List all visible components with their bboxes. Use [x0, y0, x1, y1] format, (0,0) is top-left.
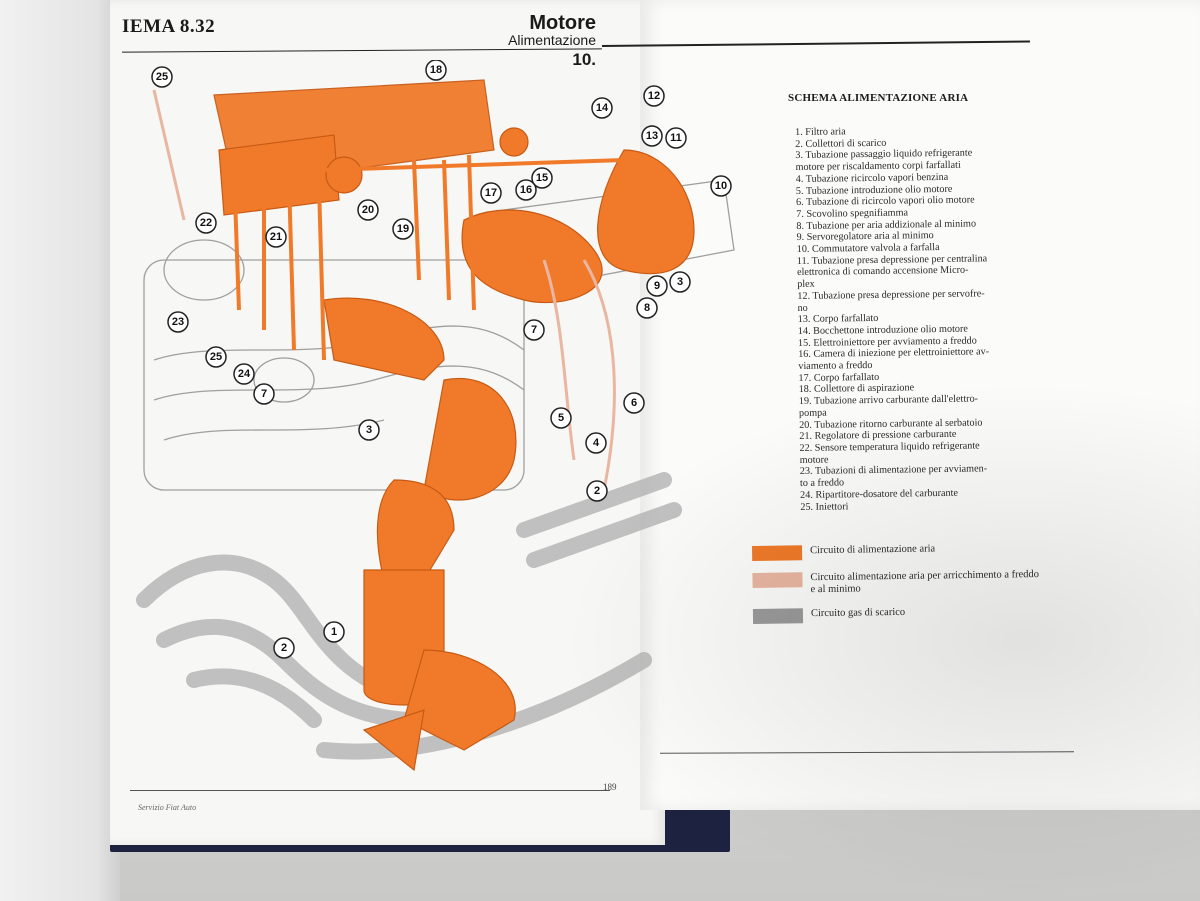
svg-text:19: 19: [397, 223, 409, 235]
svg-text:9: 9: [654, 280, 660, 292]
engine-air-intake-diagram: 1 2 2 3 3 4 5 6 7 7 8 9 10 11 12 13 14 1…: [136, 60, 735, 772]
svg-text:6: 6: [631, 397, 637, 409]
svg-text:8: 8: [644, 302, 650, 314]
footer-note: Servizio Fiat Auto: [138, 803, 197, 812]
svg-text:5: 5: [558, 412, 564, 424]
svg-text:2: 2: [281, 642, 287, 654]
parts-list: 1. Filtro aria 2. Collettori di scarico …: [795, 124, 1040, 514]
svg-text:18: 18: [430, 64, 442, 76]
svg-text:21: 21: [270, 231, 282, 243]
exhaust-circuit: [136, 472, 682, 760]
svg-text:20: 20: [362, 204, 374, 216]
svg-text:1: 1: [331, 626, 337, 638]
svg-text:7: 7: [531, 324, 537, 336]
circuit-legend: Circuito di alimentazione aria Circuito …: [752, 542, 1053, 636]
svg-text:2: 2: [594, 485, 600, 497]
svg-text:12: 12: [648, 90, 660, 102]
scheme-title: SCHEMA ALIMENTAZIONE ARIA: [788, 92, 969, 104]
legend-label: Circuito gas di scarico: [810, 606, 906, 620]
cold-start-circuit: [152, 89, 616, 491]
svg-text:23: 23: [172, 316, 184, 328]
svg-text:3: 3: [366, 424, 372, 436]
svg-text:3: 3: [677, 276, 683, 288]
svg-text:16: 16: [520, 184, 532, 196]
legend-item: Circuito alimentazione aria per arricchi…: [752, 569, 1052, 597]
svg-text:25: 25: [210, 351, 222, 363]
callout-markers: 1 2 2 3 3 4 5 6 7 7 8 9 10 11 12 13 14 1…: [151, 60, 732, 659]
air-runners: [232, 154, 625, 361]
footer-rule-left: [130, 790, 610, 791]
svg-text:14: 14: [596, 102, 609, 114]
svg-text:13: 13: [646, 130, 658, 142]
legend-swatch-cold-start: [752, 572, 803, 588]
page-title: Motore: [529, 12, 596, 34]
svg-text:11: 11: [670, 132, 682, 144]
svg-text:4: 4: [593, 437, 600, 449]
legend-item: Circuito di alimentazione aria: [752, 542, 1052, 561]
svg-text:7: 7: [261, 388, 267, 400]
section-label: IEMA 8.32: [122, 16, 216, 37]
svg-text:22: 22: [200, 217, 212, 229]
legend-label: Circuito di alimentazione aria: [809, 543, 936, 557]
svg-text:10: 10: [715, 180, 727, 192]
legend-swatch-air: [752, 545, 803, 561]
page-subtitle: Alimentazione: [508, 32, 596, 48]
svg-text:17: 17: [485, 187, 497, 199]
page-section-number: 10.: [572, 50, 596, 69]
legend-label: Circuito alimentazione aria per arricchi…: [810, 568, 1040, 596]
legend-item: Circuito gas di scarico: [752, 605, 1053, 624]
left-page-stack: [0, 0, 120, 901]
svg-text:25: 25: [156, 71, 168, 83]
svg-text:24: 24: [238, 368, 251, 380]
air-circuit: [213, 79, 695, 772]
right-page: [640, 0, 1200, 810]
legend-swatch-exhaust: [752, 608, 804, 624]
page-number: 189: [603, 782, 617, 792]
svg-text:15: 15: [536, 172, 548, 184]
